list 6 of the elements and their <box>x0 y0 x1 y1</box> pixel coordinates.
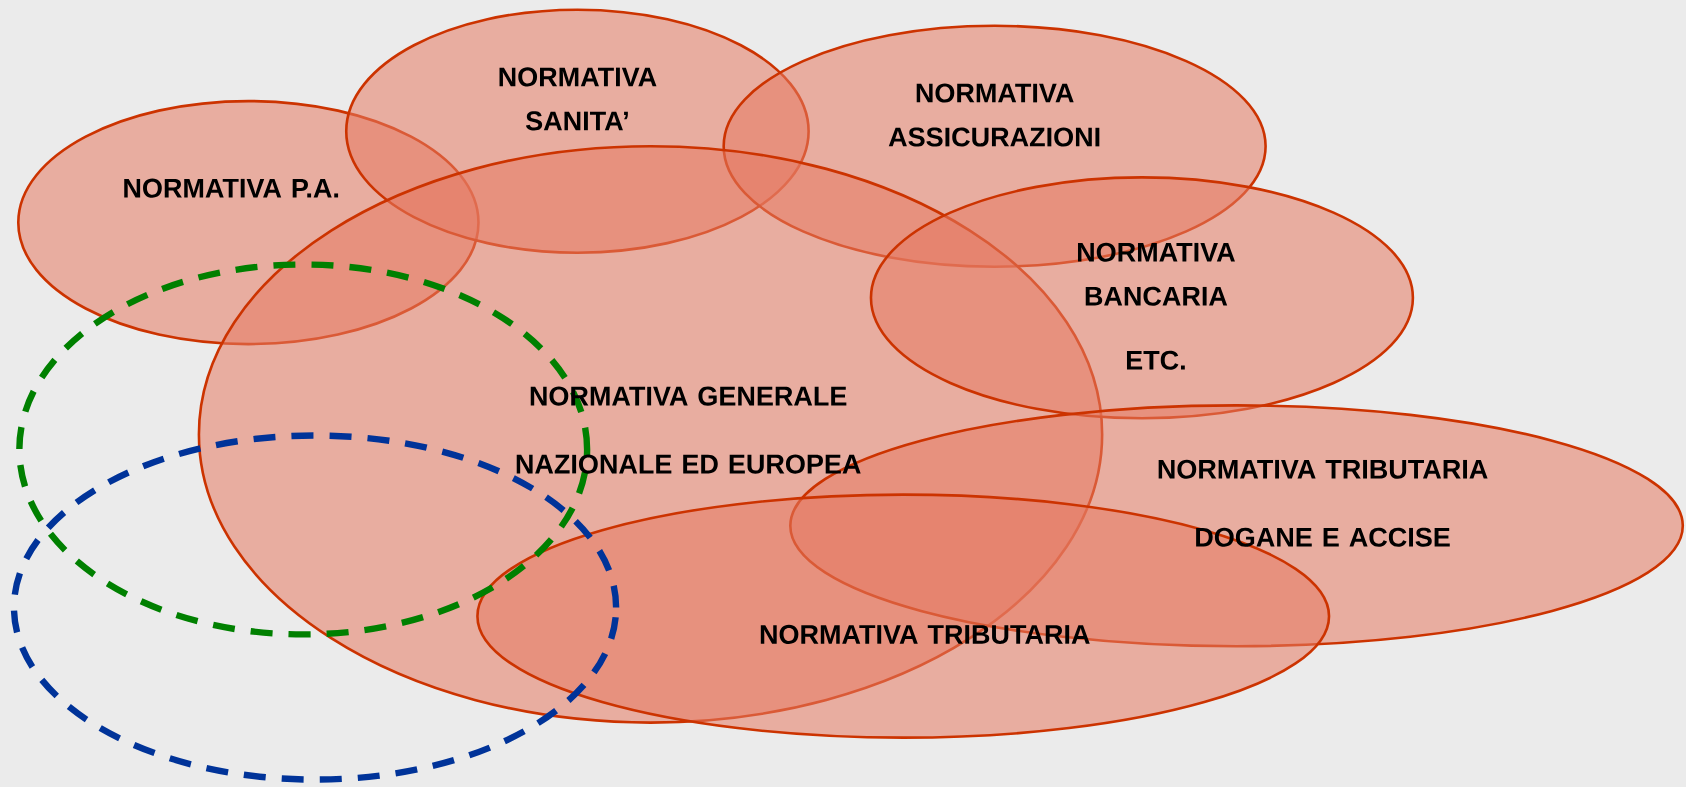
ellipse-label: NORMATIVA ASSICURAZIONI <box>888 83 1100 147</box>
ellipse-label: NORMATIVA SANITA’ <box>499 67 657 131</box>
ellipse-label: ETC. <box>1127 350 1185 370</box>
ellipse-label: NORMATIVA TRIBUTARIA <box>760 624 1090 644</box>
ellipse-label: NORMATIVA P.A. <box>124 178 339 198</box>
ellipse-label: NORMATIVA BANCARIA <box>1078 242 1235 306</box>
